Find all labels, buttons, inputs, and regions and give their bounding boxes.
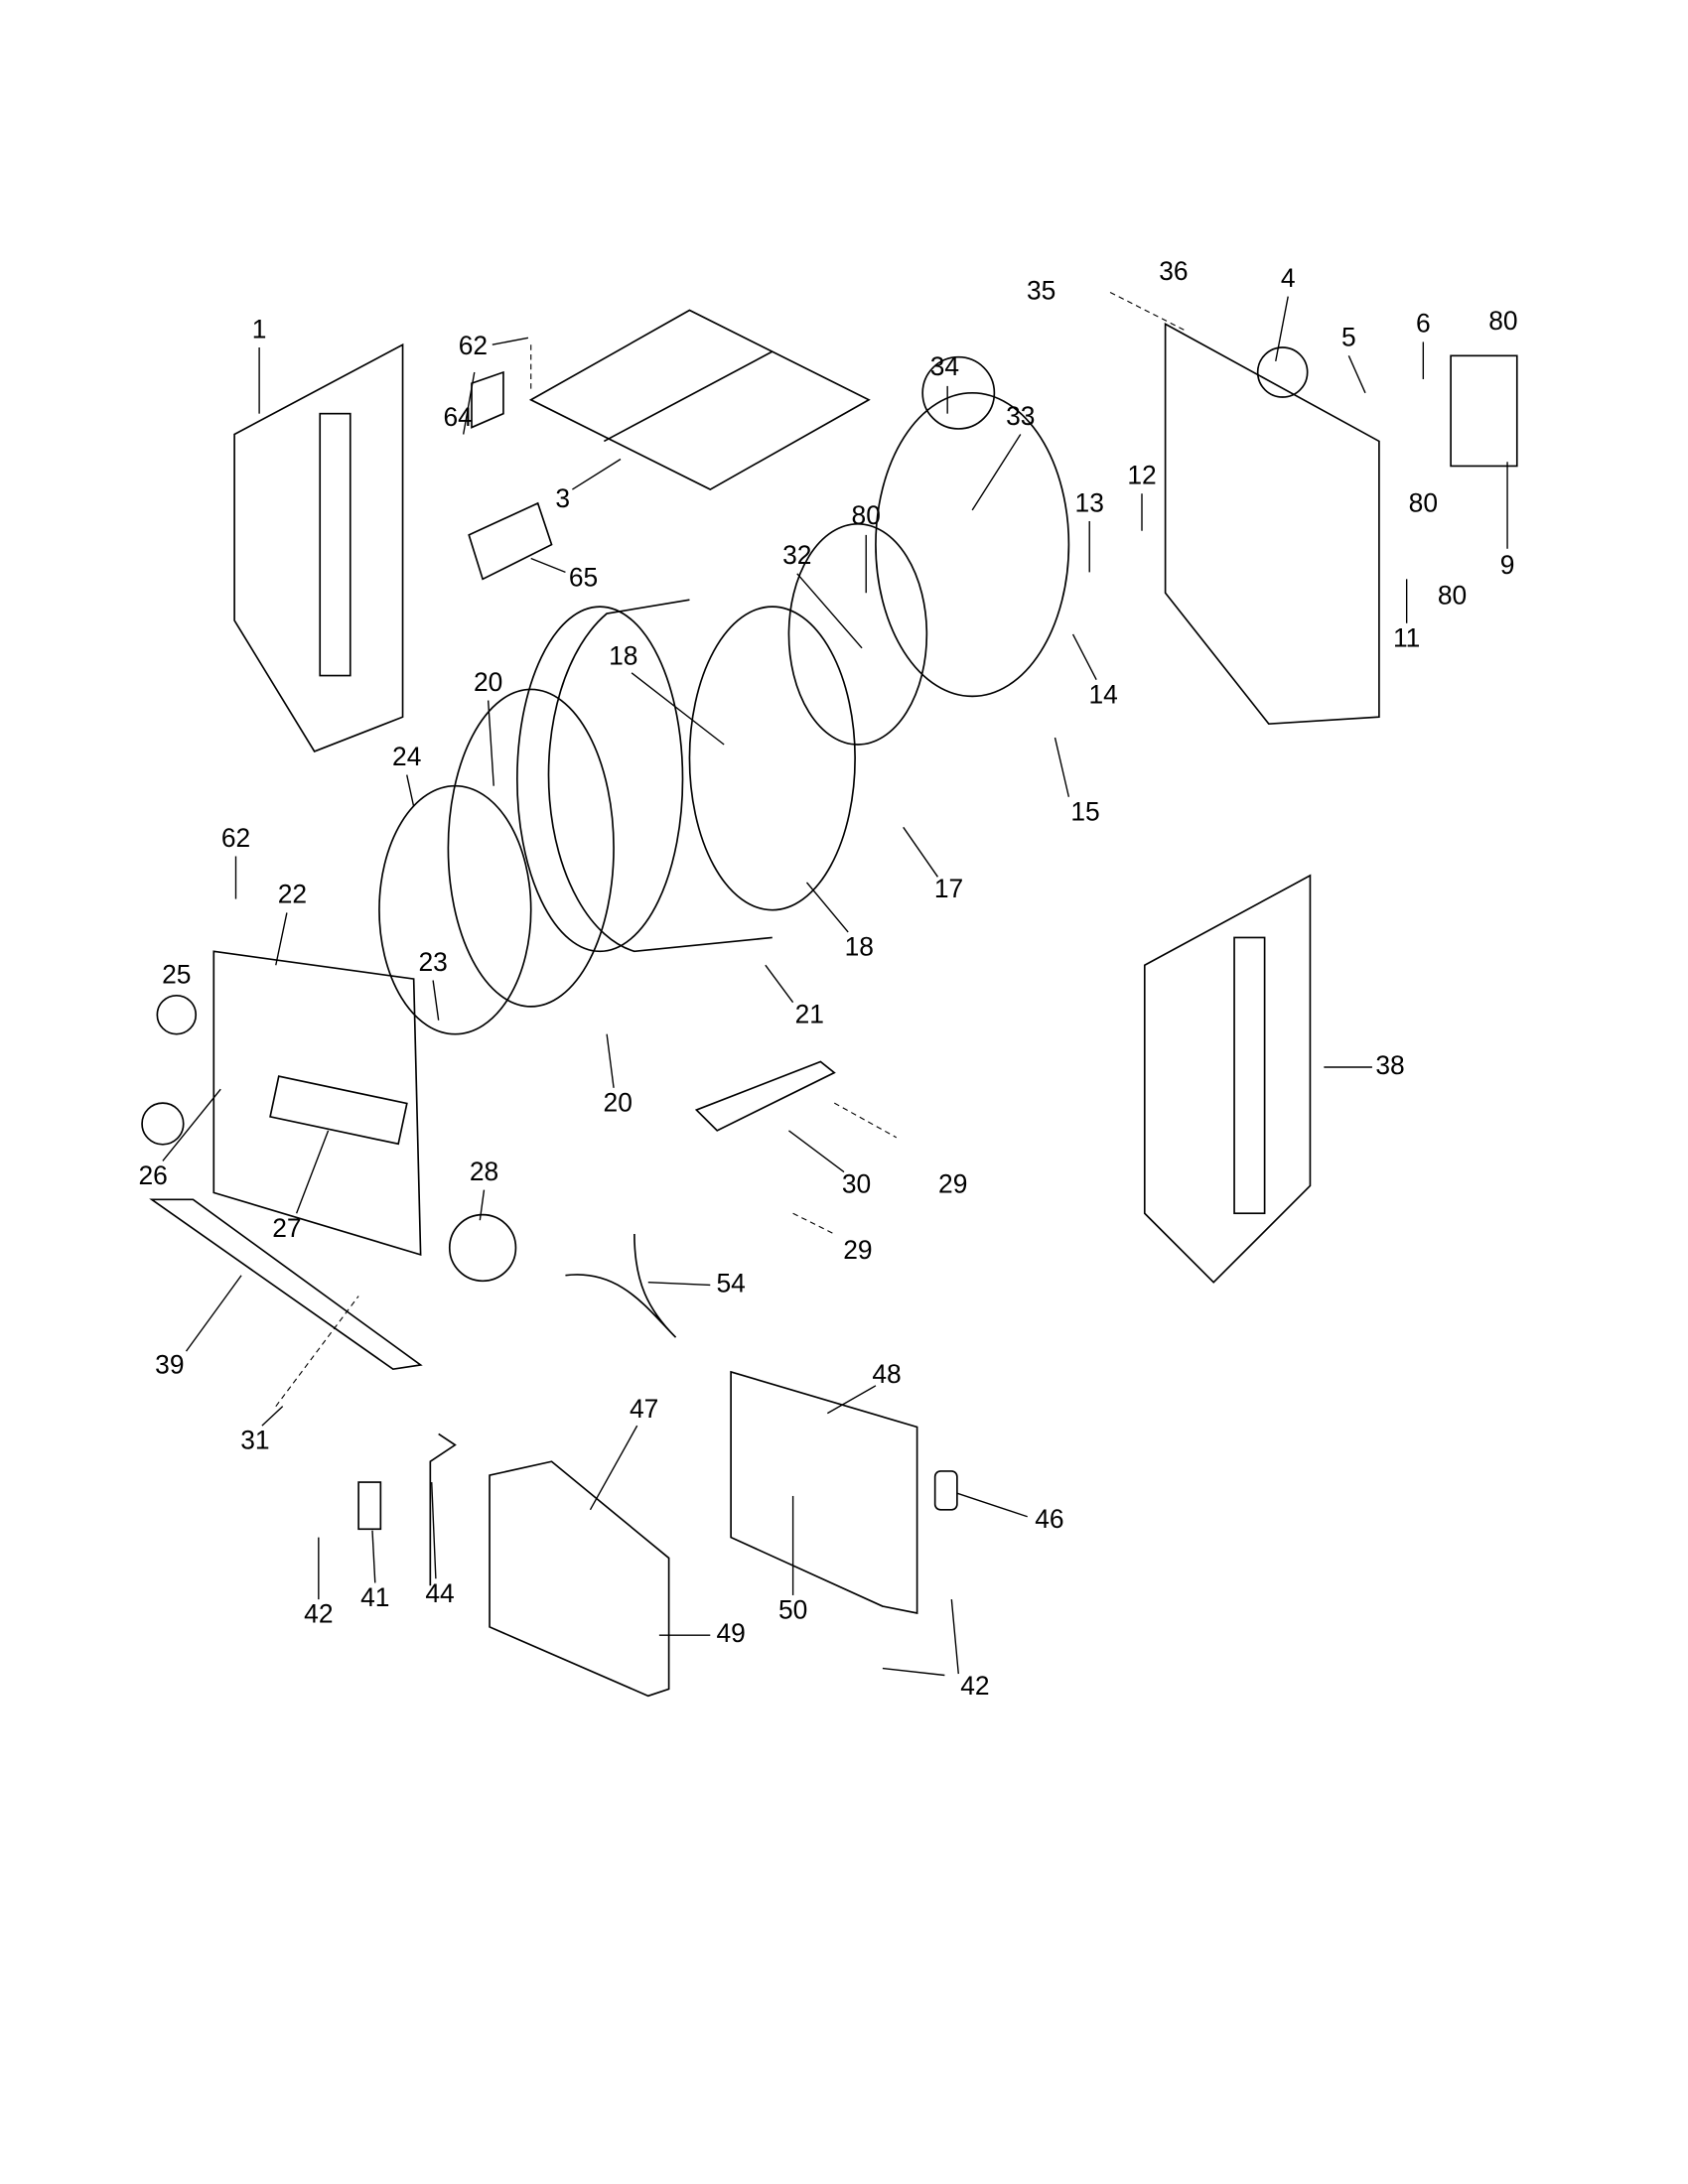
- lamp-26-inset: [141, 1102, 185, 1146]
- callout-24[interactable]: 24: [392, 742, 421, 771]
- hinge-44: [429, 1433, 457, 1586]
- callout-80[interactable]: 80: [1409, 487, 1438, 517]
- blower-hub: [1256, 346, 1309, 398]
- lint-screen-27: [269, 1075, 408, 1146]
- callout-18[interactable]: 18: [609, 640, 637, 670]
- callout-20[interactable]: 20: [604, 1087, 633, 1117]
- side-panel-38: [1143, 874, 1312, 1284]
- drum-pulley-15: [875, 392, 1070, 698]
- top-panel: [528, 309, 871, 490]
- callout-42[interactable]: 42: [304, 1599, 333, 1629]
- callout-3[interactable]: 3: [555, 483, 570, 513]
- callout-47[interactable]: 47: [630, 1394, 658, 1424]
- callout-12[interactable]: 12: [1127, 461, 1156, 490]
- drum-21-back: [688, 606, 856, 911]
- callout-29[interactable]: 29: [938, 1168, 967, 1198]
- callout-65[interactable]: 65: [569, 562, 598, 592]
- callout-48[interactable]: 48: [872, 1359, 901, 1389]
- callout-42[interactable]: 42: [960, 1671, 989, 1701]
- callout-62[interactable]: 62: [459, 331, 488, 360]
- callout-15[interactable]: 15: [1070, 796, 1099, 826]
- bracket-64: [471, 370, 504, 429]
- callout-50[interactable]: 50: [778, 1595, 807, 1625]
- callout-labels: 1 62 3 64 65 35 36 4 5 6 80 34 33 80 13 …: [138, 256, 1517, 1701]
- callout-17[interactable]: 17: [934, 874, 963, 903]
- callout-34[interactable]: 34: [930, 351, 959, 381]
- handle-46: [933, 1470, 958, 1511]
- top-panel-divider: [603, 350, 774, 443]
- callout-27[interactable]: 27: [272, 1213, 301, 1243]
- callout-28[interactable]: 28: [470, 1157, 498, 1186]
- callout-54[interactable]: 54: [716, 1268, 745, 1297]
- leader-lines: [162, 291, 1508, 1677]
- callout-41[interactable]: 41: [360, 1582, 389, 1612]
- callout-31[interactable]: 31: [240, 1426, 269, 1455]
- callout-29[interactable]: 29: [843, 1235, 872, 1265]
- bracket-65: [468, 501, 553, 581]
- callout-33[interactable]: 33: [1006, 401, 1035, 431]
- bracket-30: [694, 1060, 836, 1132]
- rear-panel: [1164, 322, 1380, 726]
- callout-9[interactable]: 9: [1500, 550, 1515, 580]
- seal-20: [447, 688, 615, 1008]
- callout-26[interactable]: 26: [138, 1160, 167, 1190]
- callout-32[interactable]: 32: [782, 540, 811, 570]
- callout-39[interactable]: 39: [155, 1349, 184, 1379]
- side-panel-38-window: [1233, 936, 1266, 1215]
- callout-46[interactable]: 46: [1035, 1504, 1063, 1534]
- callout-11[interactable]: 11: [1393, 622, 1420, 652]
- callout-18[interactable]: 18: [845, 932, 874, 962]
- callout-80[interactable]: 80: [852, 500, 881, 530]
- hinge-41: [357, 1481, 382, 1531]
- callout-22[interactable]: 22: [278, 880, 307, 909]
- callout-30[interactable]: 30: [842, 1168, 871, 1198]
- door-inner-47: [489, 1460, 670, 1698]
- callout-6[interactable]: 6: [1416, 309, 1431, 339]
- seal-24: [378, 784, 532, 1035]
- callout-80[interactable]: 80: [1488, 306, 1517, 336]
- callout-35[interactable]: 35: [1027, 275, 1055, 305]
- callout-38[interactable]: 38: [1375, 1050, 1404, 1080]
- bearing-plate-17: [787, 522, 928, 746]
- callout-1[interactable]: 1: [252, 314, 267, 343]
- callout-64[interactable]: 64: [443, 402, 472, 432]
- harness-54: [565, 1234, 677, 1338]
- callout-20[interactable]: 20: [474, 667, 502, 697]
- callout-49[interactable]: 49: [716, 1618, 745, 1648]
- callout-44[interactable]: 44: [425, 1578, 454, 1608]
- side-panel-left: [233, 342, 404, 752]
- callout-62[interactable]: 62: [221, 823, 250, 853]
- callout-80[interactable]: 80: [1438, 580, 1467, 610]
- callout-4[interactable]: 4: [1281, 263, 1296, 293]
- inset-circle-33: [921, 355, 996, 430]
- part-shapes: [141, 309, 1518, 1698]
- door-outer-48: [730, 1370, 918, 1615]
- front-panel-22: [212, 950, 422, 1257]
- callout-23[interactable]: 23: [418, 947, 447, 977]
- side-panel-left-window: [319, 412, 352, 677]
- drum-21: [547, 599, 773, 953]
- switch-25-inset: [156, 994, 198, 1035]
- callout-21[interactable]: 21: [795, 1000, 824, 1029]
- callout-25[interactable]: 25: [162, 959, 191, 989]
- toe-panel-39: [149, 1198, 423, 1371]
- callout-5[interactable]: 5: [1341, 323, 1356, 352]
- callout-36[interactable]: 36: [1159, 256, 1188, 286]
- vent-grille: [1450, 354, 1518, 468]
- callout-14[interactable]: 14: [1088, 679, 1117, 709]
- part-28-inset: [448, 1213, 517, 1283]
- drum-21-front: [516, 606, 684, 953]
- callout-13[interactable]: 13: [1075, 487, 1104, 517]
